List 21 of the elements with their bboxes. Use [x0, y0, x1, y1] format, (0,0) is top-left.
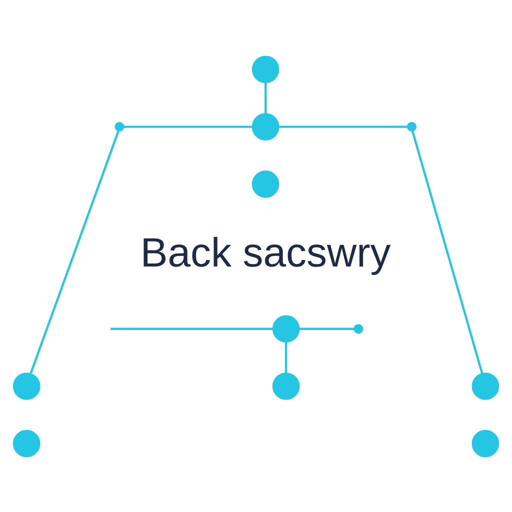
node-circle [272, 314, 300, 342]
connector [110, 327, 274, 330]
connector [30, 130, 120, 374]
node-circle [354, 324, 364, 334]
node-circle [472, 429, 500, 457]
node-circle [252, 55, 280, 83]
connector [278, 125, 408, 128]
label: Back sacswry [140, 229, 391, 276]
node-circle [114, 122, 124, 132]
node-circle [12, 429, 40, 457]
node-circle [272, 372, 300, 400]
connector [124, 125, 252, 128]
node-circle [12, 372, 40, 400]
node-circle [252, 170, 280, 198]
connector [284, 342, 288, 373]
connector [299, 327, 354, 330]
node-circle [252, 112, 280, 140]
node-circle [472, 372, 500, 400]
node-circle [406, 122, 416, 132]
connector [411, 130, 484, 374]
connector [264, 82, 267, 114]
